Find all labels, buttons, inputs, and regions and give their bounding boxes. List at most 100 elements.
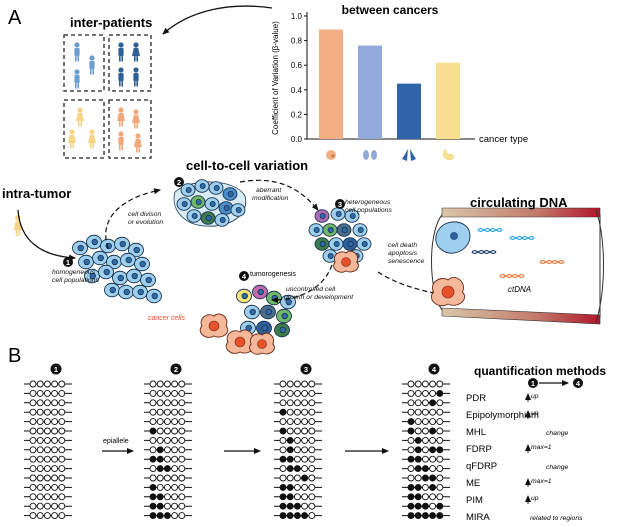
unmethylated-cpg [43,389,51,397]
unmethylated-cpg [301,418,309,426]
unmethylated-cpg [293,446,301,454]
unmethylated-cpg [43,399,51,407]
methylated-cpg [156,502,164,510]
step-badge: 3 [300,363,312,375]
unmethylated-cpg [43,455,51,463]
unmethylated-cpg [43,408,51,416]
cell [146,288,162,304]
unmethylated-cpg [29,446,37,454]
methylated-cpg [407,418,415,426]
unmethylated-cpg [149,446,157,454]
methylated-cpg [279,455,287,463]
unmethylated-cpg [308,455,316,463]
unmethylated-cpg [436,427,444,435]
unmethylated-cpg [29,512,37,520]
cell [256,320,272,336]
methylated-cpg [286,493,294,501]
unmethylated-cpg [29,483,37,491]
unmethylated-cpg [43,502,51,510]
unmethylated-cpg [421,455,429,463]
methylated-cpg [407,455,415,463]
unmethylated-cpg [436,465,444,473]
unmethylated-cpg [279,465,287,473]
methylated-cpg [436,389,444,397]
unmethylated-cpg [156,399,164,407]
uncontrolled-label-1: uncontrolled cell [286,286,336,293]
unmethylated-cpg [29,389,37,397]
unmethylated-cpg [421,436,429,444]
unmethylated-cpg [301,436,309,444]
unmethylated-cpg [429,493,437,501]
unmethylated-cpg [171,474,179,482]
epiallele-label: epiallele [103,438,129,445]
svg-text:3: 3 [338,200,342,209]
unmethylated-cpg [407,465,415,473]
unmethylated-cpg [51,418,59,426]
unmethylated-cpg [286,389,294,397]
unmethylated-cpg [171,380,179,388]
unmethylated-cpg [308,465,316,473]
unmethylated-cpg [429,389,437,397]
methylated-cpg [286,502,294,510]
epiallele-matrix-1 [24,380,72,520]
cell [140,272,156,288]
unmethylated-cpg [51,408,59,416]
unmethylated-cpg [414,408,422,416]
cell [186,209,202,223]
step-badge: 2 [174,177,184,187]
methylated-cpg [149,483,157,491]
unmethylated-cpg [58,483,66,491]
unmethylated-cpg [407,399,415,407]
step-badge: 3 [335,199,345,209]
unmethylated-cpg [51,483,59,491]
unmethylated-cpg [29,436,37,444]
methylated-cpg [414,465,422,473]
cell [128,242,144,258]
methylated-cpg [156,493,164,501]
uncontrolled-label-2: growth or development [284,294,354,301]
dna-fragment-icon [499,273,525,279]
cell [352,223,368,237]
cell [230,203,246,217]
aberrant-label-2: modification [252,195,288,202]
method-trend: change [546,430,569,437]
unmethylated-cpg [301,380,309,388]
y-tick-label: 1.0 [291,12,303,21]
unmethylated-cpg [301,399,309,407]
unmethylated-cpg [436,399,444,407]
female-icon [132,42,140,62]
unmethylated-cpg [171,483,179,491]
step-badge: 4 [573,378,583,388]
y-axis-label: Coefficient of Variation (β-value) [271,21,280,135]
methylated-cpg [293,465,301,473]
unmethylated-cpg [36,380,44,388]
unmethylated-cpg [163,483,171,491]
unmethylated-cpg [293,474,301,482]
heterogeneous-label-2: cell populations [345,207,392,214]
methylated-cpg [429,427,437,435]
inter-patients-label: inter-patients [70,15,152,30]
unmethylated-cpg [51,399,59,407]
cancer-cell [333,250,359,273]
unmethylated-cpg [36,427,44,435]
cell [132,284,148,300]
unmethylated-cpg [156,436,164,444]
cancer-cell [225,329,255,354]
unmethylated-cpg [293,436,301,444]
unmethylated-cpg [36,389,44,397]
unmethylated-cpg [51,436,59,444]
unmethylated-cpg [51,502,59,510]
step-badge: 4 [428,363,440,375]
unmethylated-cpg [178,408,186,416]
cell [308,223,324,237]
unmethylated-cpg [58,436,66,444]
unmethylated-cpg [156,483,164,491]
male-icon [74,42,80,62]
methylated-cpg [279,493,287,501]
unmethylated-cpg [308,512,316,520]
